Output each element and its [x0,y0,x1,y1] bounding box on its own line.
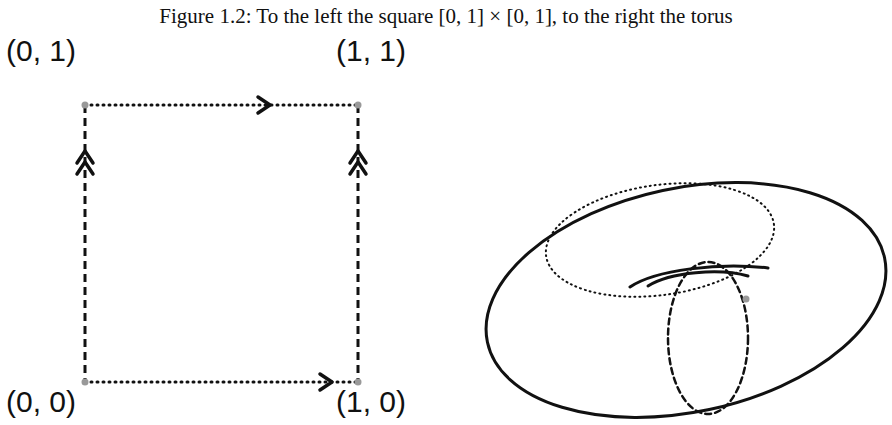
figure-caption: Figure 1.2: To the left the square [0, 1… [0,4,892,29]
edge-arrowhead [77,162,93,174]
corner-dot [355,379,362,386]
square-left-edge [84,105,87,382]
corner-coordinate: (0, 1) [6,36,76,66]
corner-dot [82,102,89,109]
edge-arrowhead [350,162,366,174]
torus-longitude [538,170,781,311]
corner-coordinate: (1, 1) [336,36,406,66]
torus-hole [630,266,768,287]
base-point-dot [743,296,750,303]
square-right-edge [357,105,360,382]
edge-arrowhead [258,97,270,113]
edge-arrowhead [320,374,332,390]
corner-coordinate: (0, 0) [6,387,76,417]
torus-outline [464,148,892,425]
square-bottom-edge [85,381,358,384]
corner-dot [82,379,89,386]
torus-meridian [668,262,748,414]
corner-coordinate: (1, 0) [336,387,406,417]
square-top-edge [85,104,358,107]
corner-dot [355,102,362,109]
